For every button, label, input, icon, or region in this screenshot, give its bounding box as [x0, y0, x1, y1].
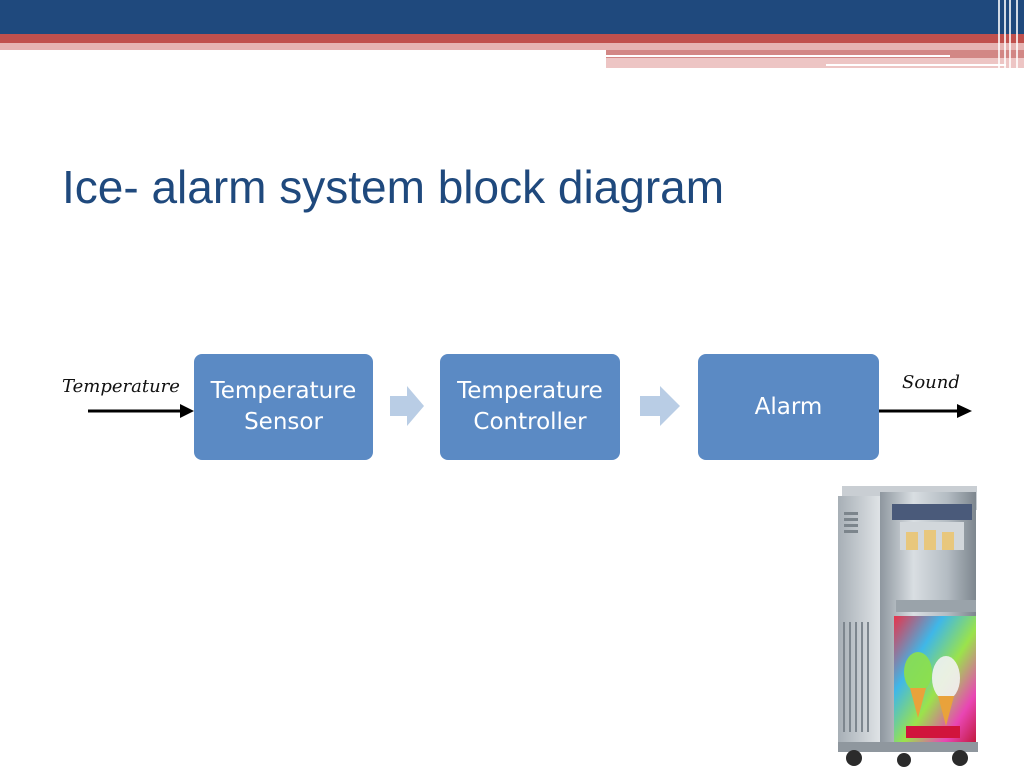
- slide-title: Ice- alarm system block diagram: [62, 161, 725, 213]
- temperature-sensor-block: Temperature Sensor: [194, 354, 373, 460]
- header-pink-bar: [0, 43, 1024, 50]
- block-label-line: Temperature: [457, 378, 603, 404]
- input-label: Temperature: [62, 376, 180, 397]
- input-arrow: [88, 404, 194, 418]
- output-arrow: [879, 404, 972, 418]
- block-label-line: Controller: [473, 409, 587, 435]
- header-red-bar: [0, 34, 1024, 43]
- flow-arrow-1: [390, 386, 424, 426]
- block-label-line: Temperature: [210, 378, 357, 404]
- output-label: Sound: [902, 372, 960, 393]
- block-label-line: Alarm: [754, 393, 823, 420]
- header-white-line: [606, 55, 950, 57]
- header-vertical-lines: [994, 0, 1024, 68]
- temperature-controller-block: Temperature Controller: [440, 354, 620, 460]
- block-label-line: Sensor: [244, 409, 323, 435]
- header-pink-accent: [606, 58, 1024, 68]
- alarm-block: Alarm: [698, 354, 879, 460]
- header-white-line-2: [826, 64, 1006, 66]
- ice-cream-machine-icon: [838, 486, 978, 767]
- header-blue-bar: [0, 0, 1024, 34]
- flow-arrow-2: [640, 386, 680, 426]
- header-red-accent: [606, 50, 1024, 58]
